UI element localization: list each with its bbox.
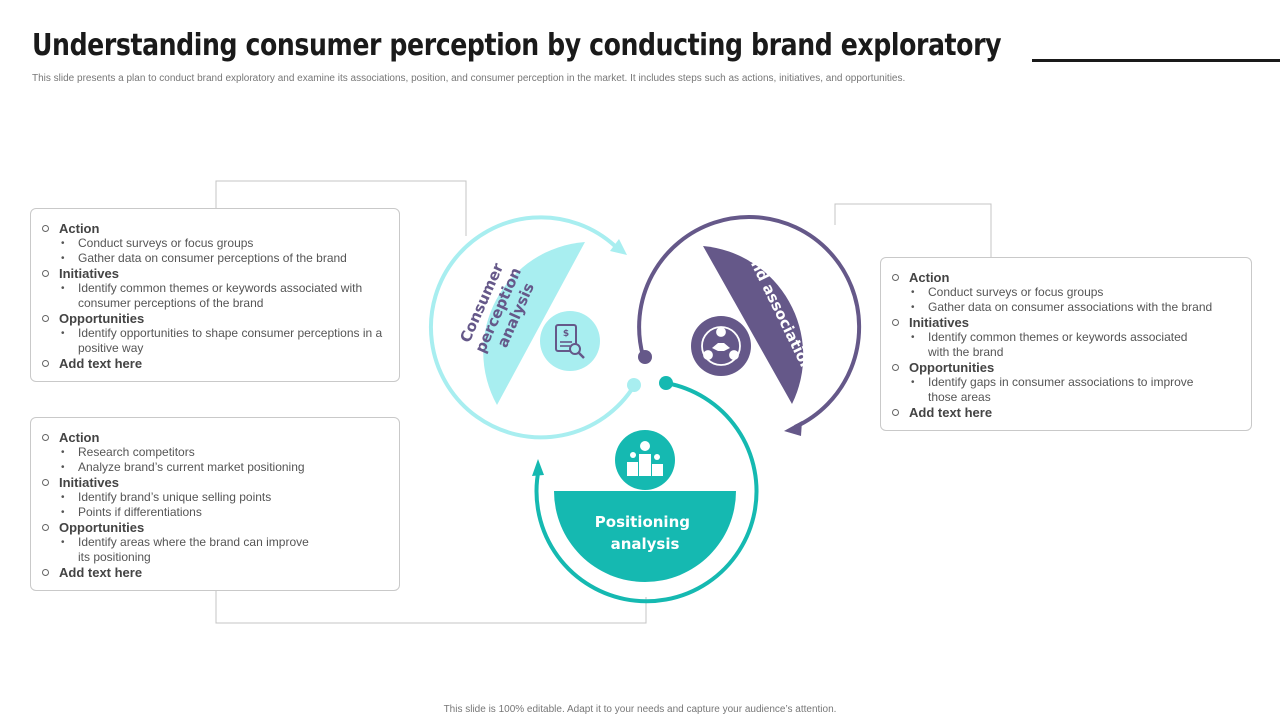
list-item: Identify gaps in consumer associations t… (891, 375, 1241, 405)
initiatives-heading: Initiatives (41, 266, 389, 281)
svg-text:$: $ (563, 329, 569, 339)
page-subtitle: This slide presents a plan to conduct br… (32, 73, 906, 84)
positioning-arrowhead (532, 459, 544, 476)
list-item: Gather data on consumer perceptions of t… (41, 251, 389, 266)
podium-ranking-icon (627, 441, 663, 476)
survey-search-icon: $ (555, 324, 585, 359)
brand-associations-box: Action Conduct surveys or focus groups G… (880, 257, 1252, 431)
positioning-ring (534, 381, 759, 604)
brand-segment (703, 246, 804, 404)
brand-arrowhead (784, 421, 802, 436)
brand-ring (637, 215, 862, 429)
consumer-ring (428, 215, 636, 440)
consumer-perception-box: Action Conduct surveys or focus groups G… (30, 208, 400, 382)
add-text-item: Add text here (41, 356, 389, 371)
initiatives-heading: Initiatives (891, 315, 1241, 330)
consumer-ring-end-dot (627, 378, 641, 392)
add-text-item: Add text here (891, 405, 1241, 420)
list-item: Identify opportunities to shape consumer… (41, 326, 389, 356)
positioning-segment (554, 491, 736, 582)
action-heading: Action (41, 221, 389, 236)
list-item: Identify common themes or keywords assoc… (41, 281, 389, 311)
title-underline (1032, 59, 1280, 62)
initiatives-heading: Initiatives (41, 475, 389, 490)
consumer-segment (483, 242, 585, 405)
connector-brand (834, 203, 992, 257)
list-item: Gather data on consumer associations wit… (891, 300, 1241, 315)
action-heading: Action (41, 430, 389, 445)
list-item: Analyze brand’s current market positioni… (41, 460, 389, 475)
positioning-ring-end-dot (659, 376, 673, 390)
opportunities-heading: Opportunities (41, 311, 389, 326)
opportunities-heading: Opportunities (891, 360, 1241, 375)
list-item: Identify common themes or keywords assoc… (891, 330, 1241, 360)
consumer-arrowhead (610, 239, 627, 255)
list-item: Conduct surveys or focus groups (41, 236, 389, 251)
list-item: Research competitors (41, 445, 389, 460)
list-item: Identify brand’s unique selling points (41, 490, 389, 505)
handshake-network-icon (701, 326, 741, 366)
consumer-icon-circle (540, 311, 600, 371)
list-item: Identify areas where the brand can impro… (41, 535, 389, 565)
page-footer: This slide is 100% editable. Adapt it to… (443, 704, 837, 715)
opportunities-heading: Opportunities (41, 520, 389, 535)
list-item: Conduct surveys or focus groups (891, 285, 1241, 300)
page-title: Understanding consumer perception by con… (32, 28, 1002, 63)
connector-consumer (215, 180, 467, 236)
list-item: Points if differentiations (41, 505, 389, 520)
brand-ring-end-dot (638, 350, 652, 364)
action-heading: Action (891, 270, 1241, 285)
connector-positioning (215, 591, 647, 624)
positioning-segment-label: Positioning analysis (595, 513, 695, 553)
positioning-analysis-box: Action Research competitors Analyze bran… (30, 417, 400, 591)
add-text-item: Add text here (41, 565, 389, 580)
